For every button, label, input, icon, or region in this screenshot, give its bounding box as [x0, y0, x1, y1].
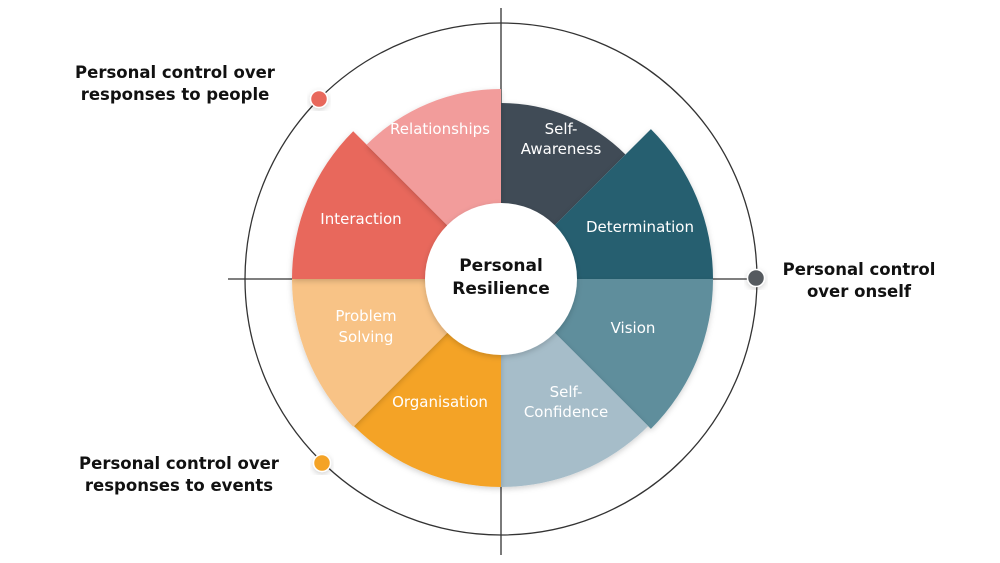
- segment-label-self-confidence: Self-: [550, 383, 583, 401]
- segment-label-determination: Determination: [586, 218, 694, 236]
- segment-label-self-awareness: Self-: [545, 120, 578, 138]
- segment-problem-solving: [292, 279, 452, 427]
- segment-self-awareness: [501, 103, 626, 230]
- label-responses-to-people: Personal control over responses to peopl…: [64, 62, 286, 106]
- segment-determination: [550, 129, 713, 279]
- center-title-line2: Resilience: [452, 279, 549, 299]
- segment-vision: [550, 279, 713, 429]
- segment-label-vision: Vision: [611, 319, 656, 337]
- segment-self-confidence: [501, 328, 649, 487]
- self-marker-dot: [746, 268, 766, 288]
- label-self-line2: over onself: [806, 282, 912, 301]
- segment-label-self-confidence: Confidence: [524, 403, 608, 421]
- segment-label-problem-solving: Solving: [339, 328, 394, 346]
- segment-label-self-awareness: Awareness: [521, 140, 602, 158]
- center-circle: [425, 203, 577, 355]
- segment-organisation: [353, 328, 501, 487]
- segment-labels: Self-AwarenessDeterminationVisionSelf-Co…: [320, 120, 694, 421]
- label-self-line1: Personal control: [782, 260, 936, 279]
- segment-relationships: [366, 89, 501, 230]
- label-events-line1: Personal control over: [79, 454, 279, 473]
- events-marker-dot: [312, 453, 332, 473]
- center-title-line1: Personal: [459, 256, 543, 276]
- segment-label-interaction: Interaction: [320, 210, 401, 228]
- segment-label-problem-solving: Problem: [335, 307, 396, 325]
- segment-label-relationships: Relationships: [390, 120, 490, 138]
- segment-interaction: [292, 131, 452, 279]
- label-people-line1: Personal control over: [75, 63, 275, 82]
- people-marker-dot: [309, 89, 329, 109]
- label-people-line2: responses to people: [80, 85, 270, 104]
- label-responses-to-events: Personal control over responses to event…: [66, 453, 292, 497]
- label-over-oneself: Personal control over onself: [770, 259, 948, 303]
- wheel-segments: [292, 89, 713, 487]
- segment-label-organisation: Organisation: [392, 393, 488, 411]
- label-events-line2: responses to events: [84, 476, 274, 495]
